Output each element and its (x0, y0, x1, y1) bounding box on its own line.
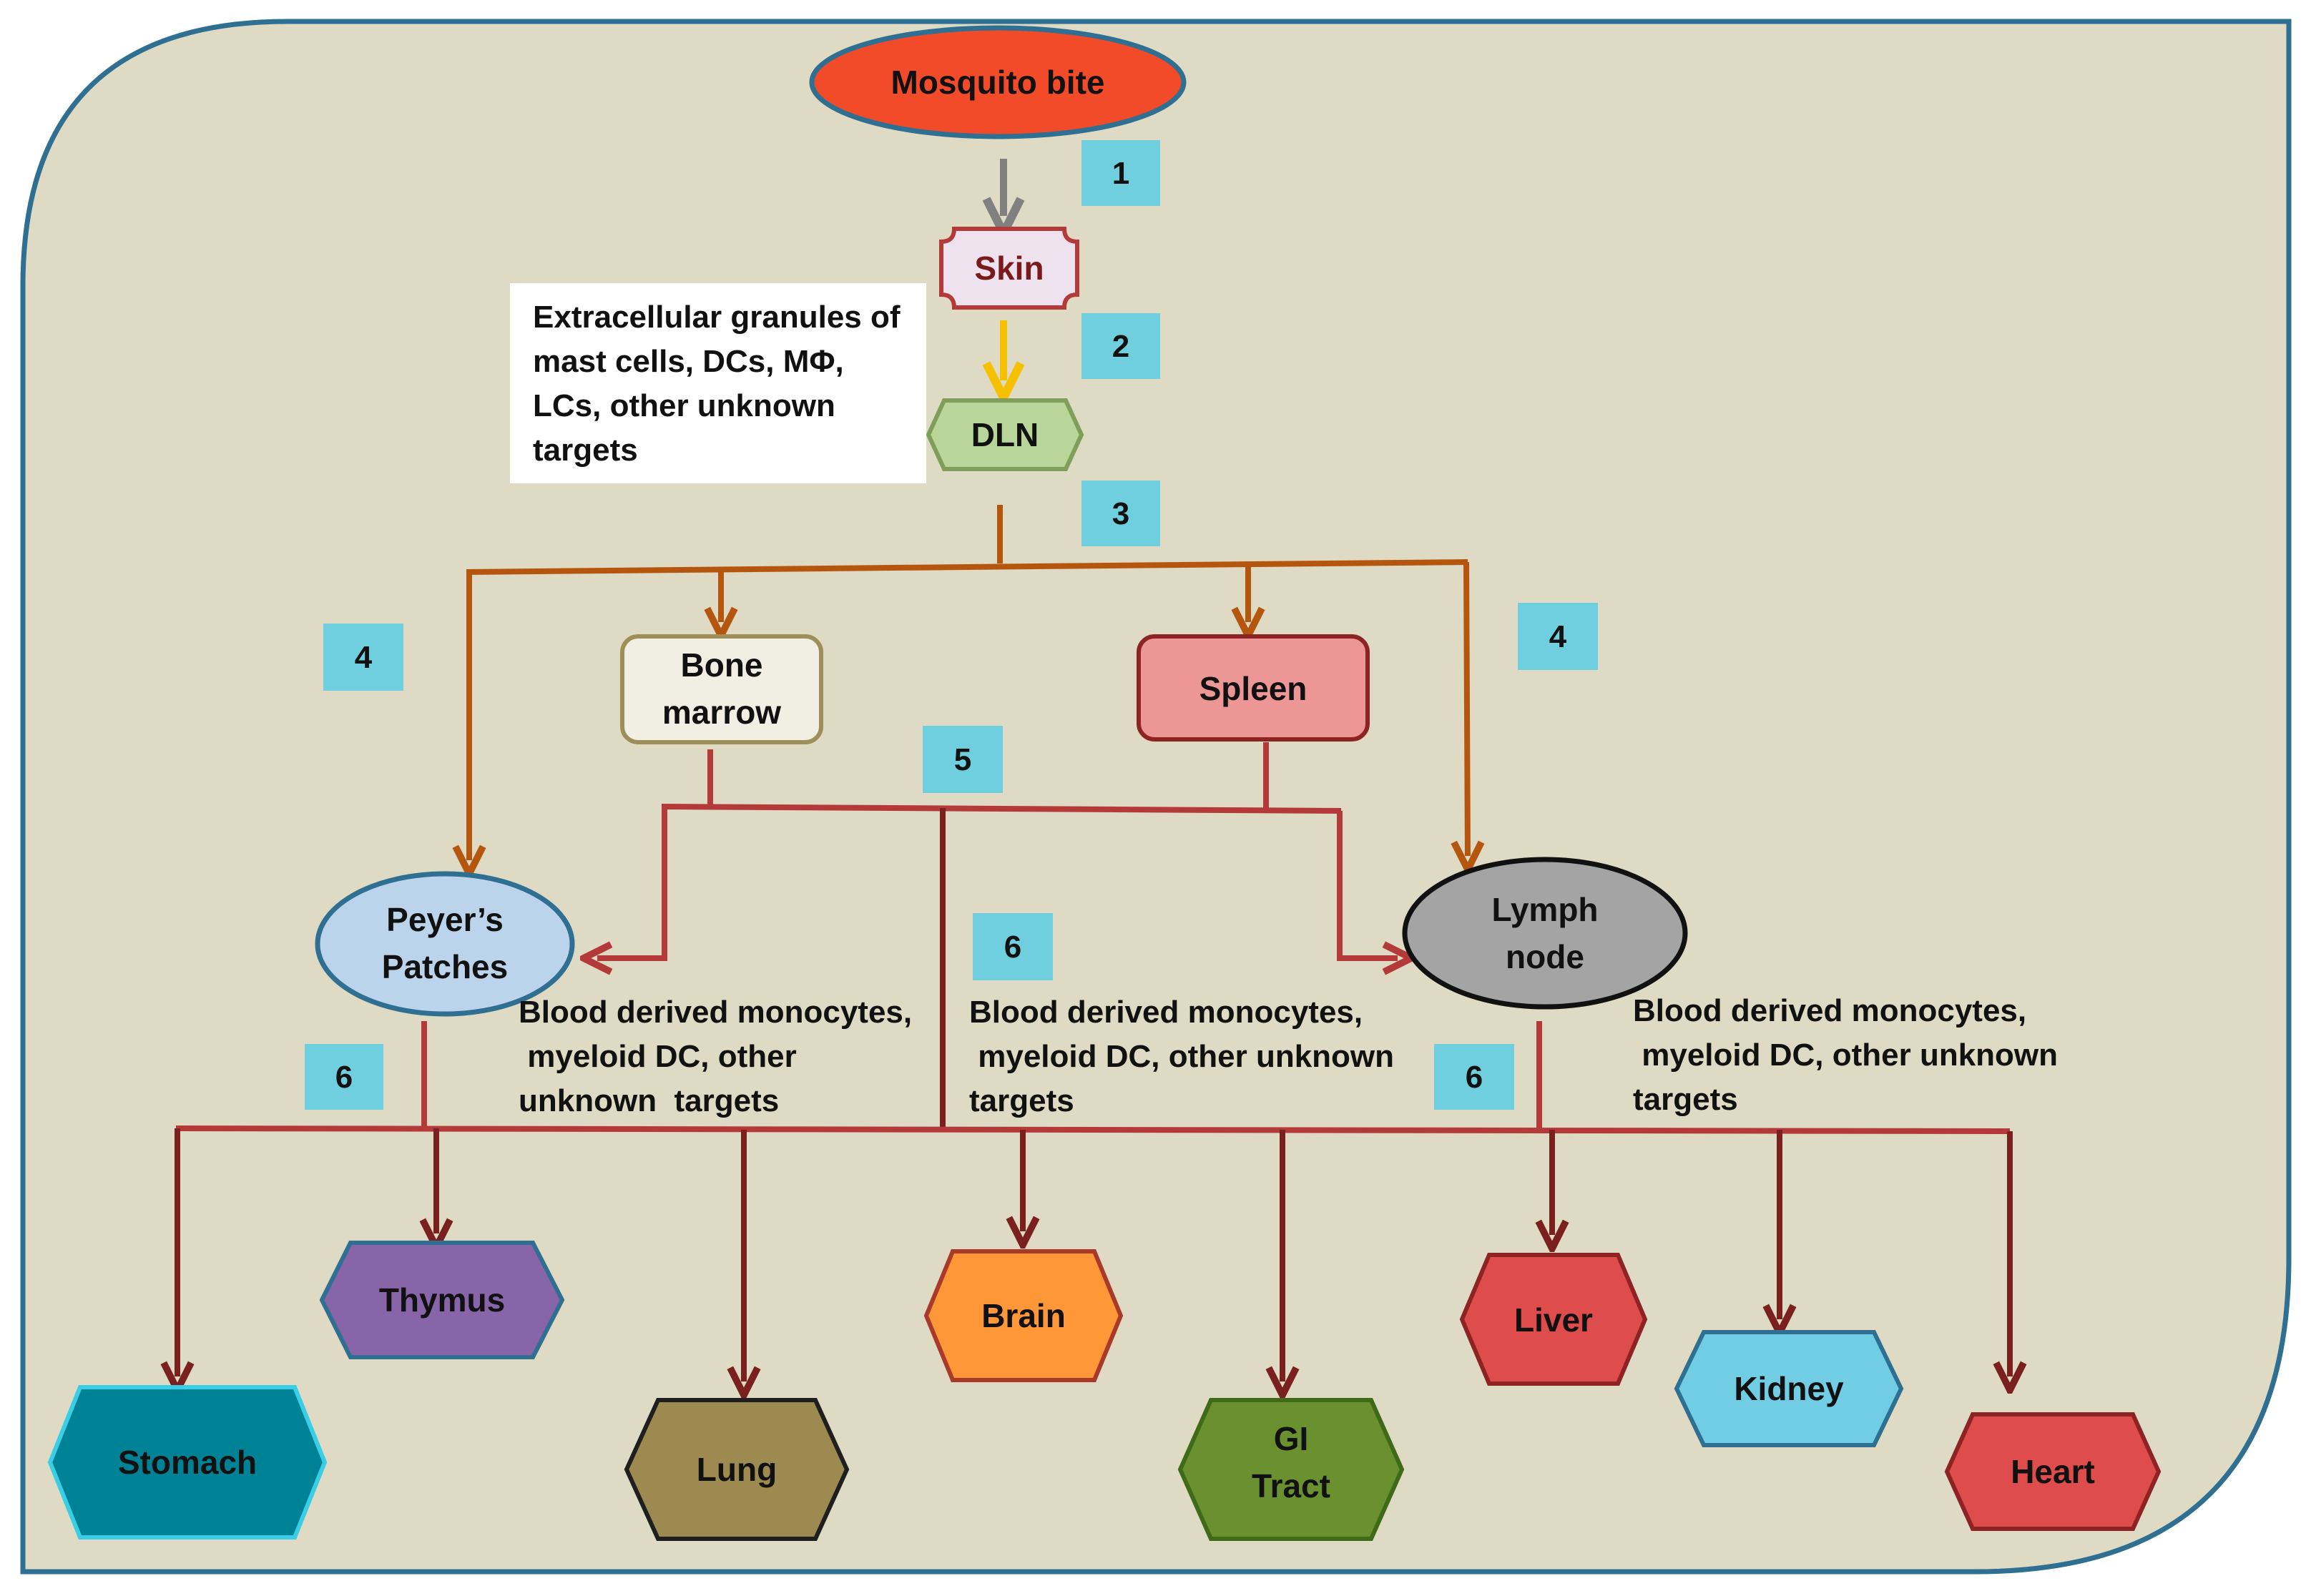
targets-left-line-1: Blood derived monocytes, (519, 995, 912, 1030)
organ-heart: Heart (1944, 1412, 2162, 1531)
node-spleen: Spleen (1137, 634, 1370, 742)
step-badge-3: 3 (1081, 481, 1160, 546)
svg-text:4: 4 (355, 640, 373, 675)
skin-targets-line-4: targets (533, 433, 638, 468)
organ-liver: Liver (1459, 1253, 1648, 1386)
targets-note-right: Blood derived monocytes, myeloid DC, oth… (1633, 993, 2058, 1117)
liver-label: Liver (1514, 1301, 1593, 1339)
mosquito-bite-label: Mosquito bite (891, 64, 1105, 101)
brain-label: Brain (981, 1297, 1066, 1334)
step-badge-6-center: 6 (973, 913, 1053, 980)
organ-kidney: Kidney (1674, 1330, 1904, 1447)
step-badges: 1 2 3 4 4 5 6 6 6 (305, 140, 1598, 1110)
svg-text:6: 6 (335, 1060, 353, 1095)
targets-left-line-2: myeloid DC, other (519, 1039, 797, 1074)
targets-center-line-2: myeloid DC, other unknown (969, 1039, 1394, 1074)
stomach-label: Stomach (118, 1444, 257, 1481)
targets-center-line-1: Blood derived monocytes, (969, 995, 1363, 1030)
spleen-label: Spleen (1199, 670, 1307, 707)
targets-note-center: Blood derived monocytes, myeloid DC, oth… (969, 995, 1394, 1118)
dln-branch-bar (466, 559, 1468, 575)
step-badge-6-right: 6 (1434, 1044, 1514, 1110)
targets-left-line-3: unknown targets (519, 1083, 779, 1118)
node-lymph-node: Lymph node (1402, 857, 1688, 1010)
step-badge-1: 1 (1081, 140, 1160, 206)
skin-targets-note: Extracellular granules of mast cells, DC… (510, 283, 926, 483)
redistribution-bar (661, 804, 1342, 814)
node-bone-marrow: Bone marrow (620, 634, 823, 744)
targets-right-line-3: targets (1633, 1082, 1738, 1117)
organ-gi-tract: GI Tract (1177, 1398, 1405, 1541)
organ-brain: Brain (923, 1249, 1124, 1382)
lymph-label-line-2: node (1506, 938, 1584, 975)
skin-label: Skin (974, 250, 1044, 287)
skin-targets-line-2: mast cells, DCs, MΦ, (533, 344, 844, 379)
step-badge-2: 2 (1081, 313, 1160, 379)
step-badge-4-left: 4 (323, 624, 403, 691)
organ-lung: Lung (624, 1398, 850, 1541)
node-peyers-patches: Peyer’s Patches (315, 871, 575, 1017)
step-badge-6-left: 6 (305, 1044, 383, 1110)
svg-text:4: 4 (1549, 619, 1567, 654)
lymph-label-line-1: Lymph (1491, 891, 1598, 928)
organ-stomach: Stomach (47, 1385, 328, 1540)
dln-label: DLN (971, 416, 1039, 453)
lung-label: Lung (697, 1451, 777, 1488)
heart-label: Heart (2011, 1453, 2095, 1490)
node-skin: Skin (939, 227, 1079, 310)
bone-marrow-label-line-2: marrow (662, 694, 781, 731)
targets-right-line-2: myeloid DC, other unknown (1633, 1038, 2058, 1073)
node-dln: DLN (926, 398, 1084, 471)
svg-text:6: 6 (1004, 930, 1021, 965)
organ-thymus: Thymus (319, 1241, 565, 1359)
arrow-to-peyers-from-bar (597, 807, 667, 958)
step-badge-5: 5 (923, 726, 1003, 793)
skin-targets-line-1: Extracellular granules of (533, 300, 901, 335)
thymus-label: Thymus (379, 1281, 505, 1319)
svg-text:5: 5 (954, 742, 971, 777)
peyers-label-line-1: Peyer’s (386, 901, 504, 938)
targets-note-left: Blood derived monocytes, myeloid DC, oth… (519, 995, 912, 1118)
targets-right-line-1: Blood derived monocytes, (1633, 993, 2026, 1028)
gi-tract-label-line-1: GI (1274, 1420, 1309, 1457)
organ-bar (175, 1125, 2011, 1134)
arrow-to-lymph-from-bar (1337, 811, 1398, 958)
svg-text:3: 3 (1112, 496, 1129, 531)
step-badge-4-right: 4 (1518, 603, 1598, 670)
peyers-label-line-2: Patches (382, 948, 508, 985)
svg-text:1: 1 (1112, 156, 1129, 191)
svg-text:6: 6 (1466, 1060, 1483, 1095)
node-mosquito-bite: Mosquito bite (809, 25, 1187, 139)
arrow-to-lymph-node (1466, 561, 1468, 856)
kidney-label: Kidney (1734, 1370, 1844, 1407)
bone-marrow-label-line-1: Bone (681, 646, 763, 684)
skin-targets-line-3: LCs, other unknown (533, 388, 835, 423)
gi-tract-label-line-2: Tract (1252, 1467, 1330, 1504)
connectors (176, 159, 2010, 1381)
svg-text:2: 2 (1112, 329, 1129, 364)
targets-center-line-3: targets (969, 1083, 1074, 1118)
